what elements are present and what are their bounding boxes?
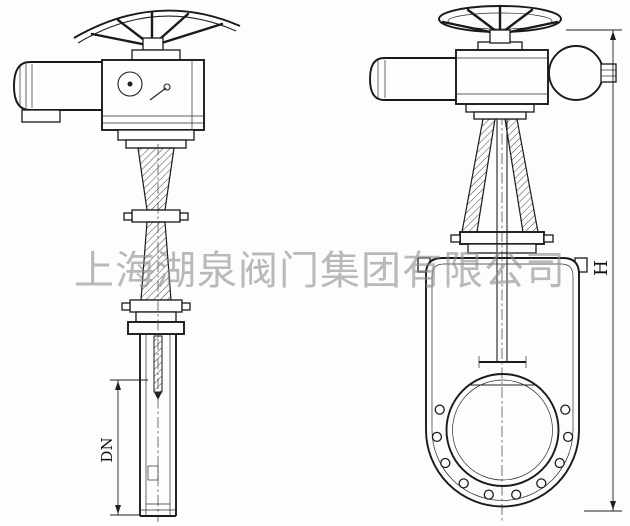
bonnet-flange (127, 321, 185, 335)
bolt-circle (431, 404, 574, 500)
dn-label: DN (98, 437, 116, 462)
terminal-housing (548, 45, 604, 101)
front-view: H (369, 4, 622, 522)
handwheel-hub (142, 37, 164, 51)
valve-body-front (417, 257, 588, 508)
motor-front (369, 57, 456, 101)
handwheel-hub-front (489, 29, 511, 44)
h-label: H (591, 260, 612, 276)
valve-body-side (127, 144, 185, 522)
company-watermark: 上海湖泉阀门集团有限公司 (74, 248, 566, 294)
seat-bore (445, 373, 560, 487)
motor-side (13, 61, 102, 123)
yoke-front (461, 118, 539, 233)
dn-dimension: DN (98, 379, 148, 516)
h-dimension: H (566, 29, 622, 512)
handwheel-side (73, 9, 241, 51)
selector-lever (149, 87, 167, 101)
cable-entry-box (600, 63, 617, 83)
terminal-box-front (548, 45, 617, 101)
actuator-side (101, 49, 205, 131)
mount-bracket-side (117, 129, 195, 149)
actuator-front (455, 41, 549, 105)
packing-gland-flange (129, 299, 183, 313)
yoke-side (121, 147, 191, 323)
handwheel-front (438, 4, 562, 44)
stem-coupling-flange (131, 209, 181, 223)
mount-bracket-front (465, 103, 535, 120)
indicator-dial (117, 71, 143, 97)
side-view: DN (13, 9, 241, 522)
